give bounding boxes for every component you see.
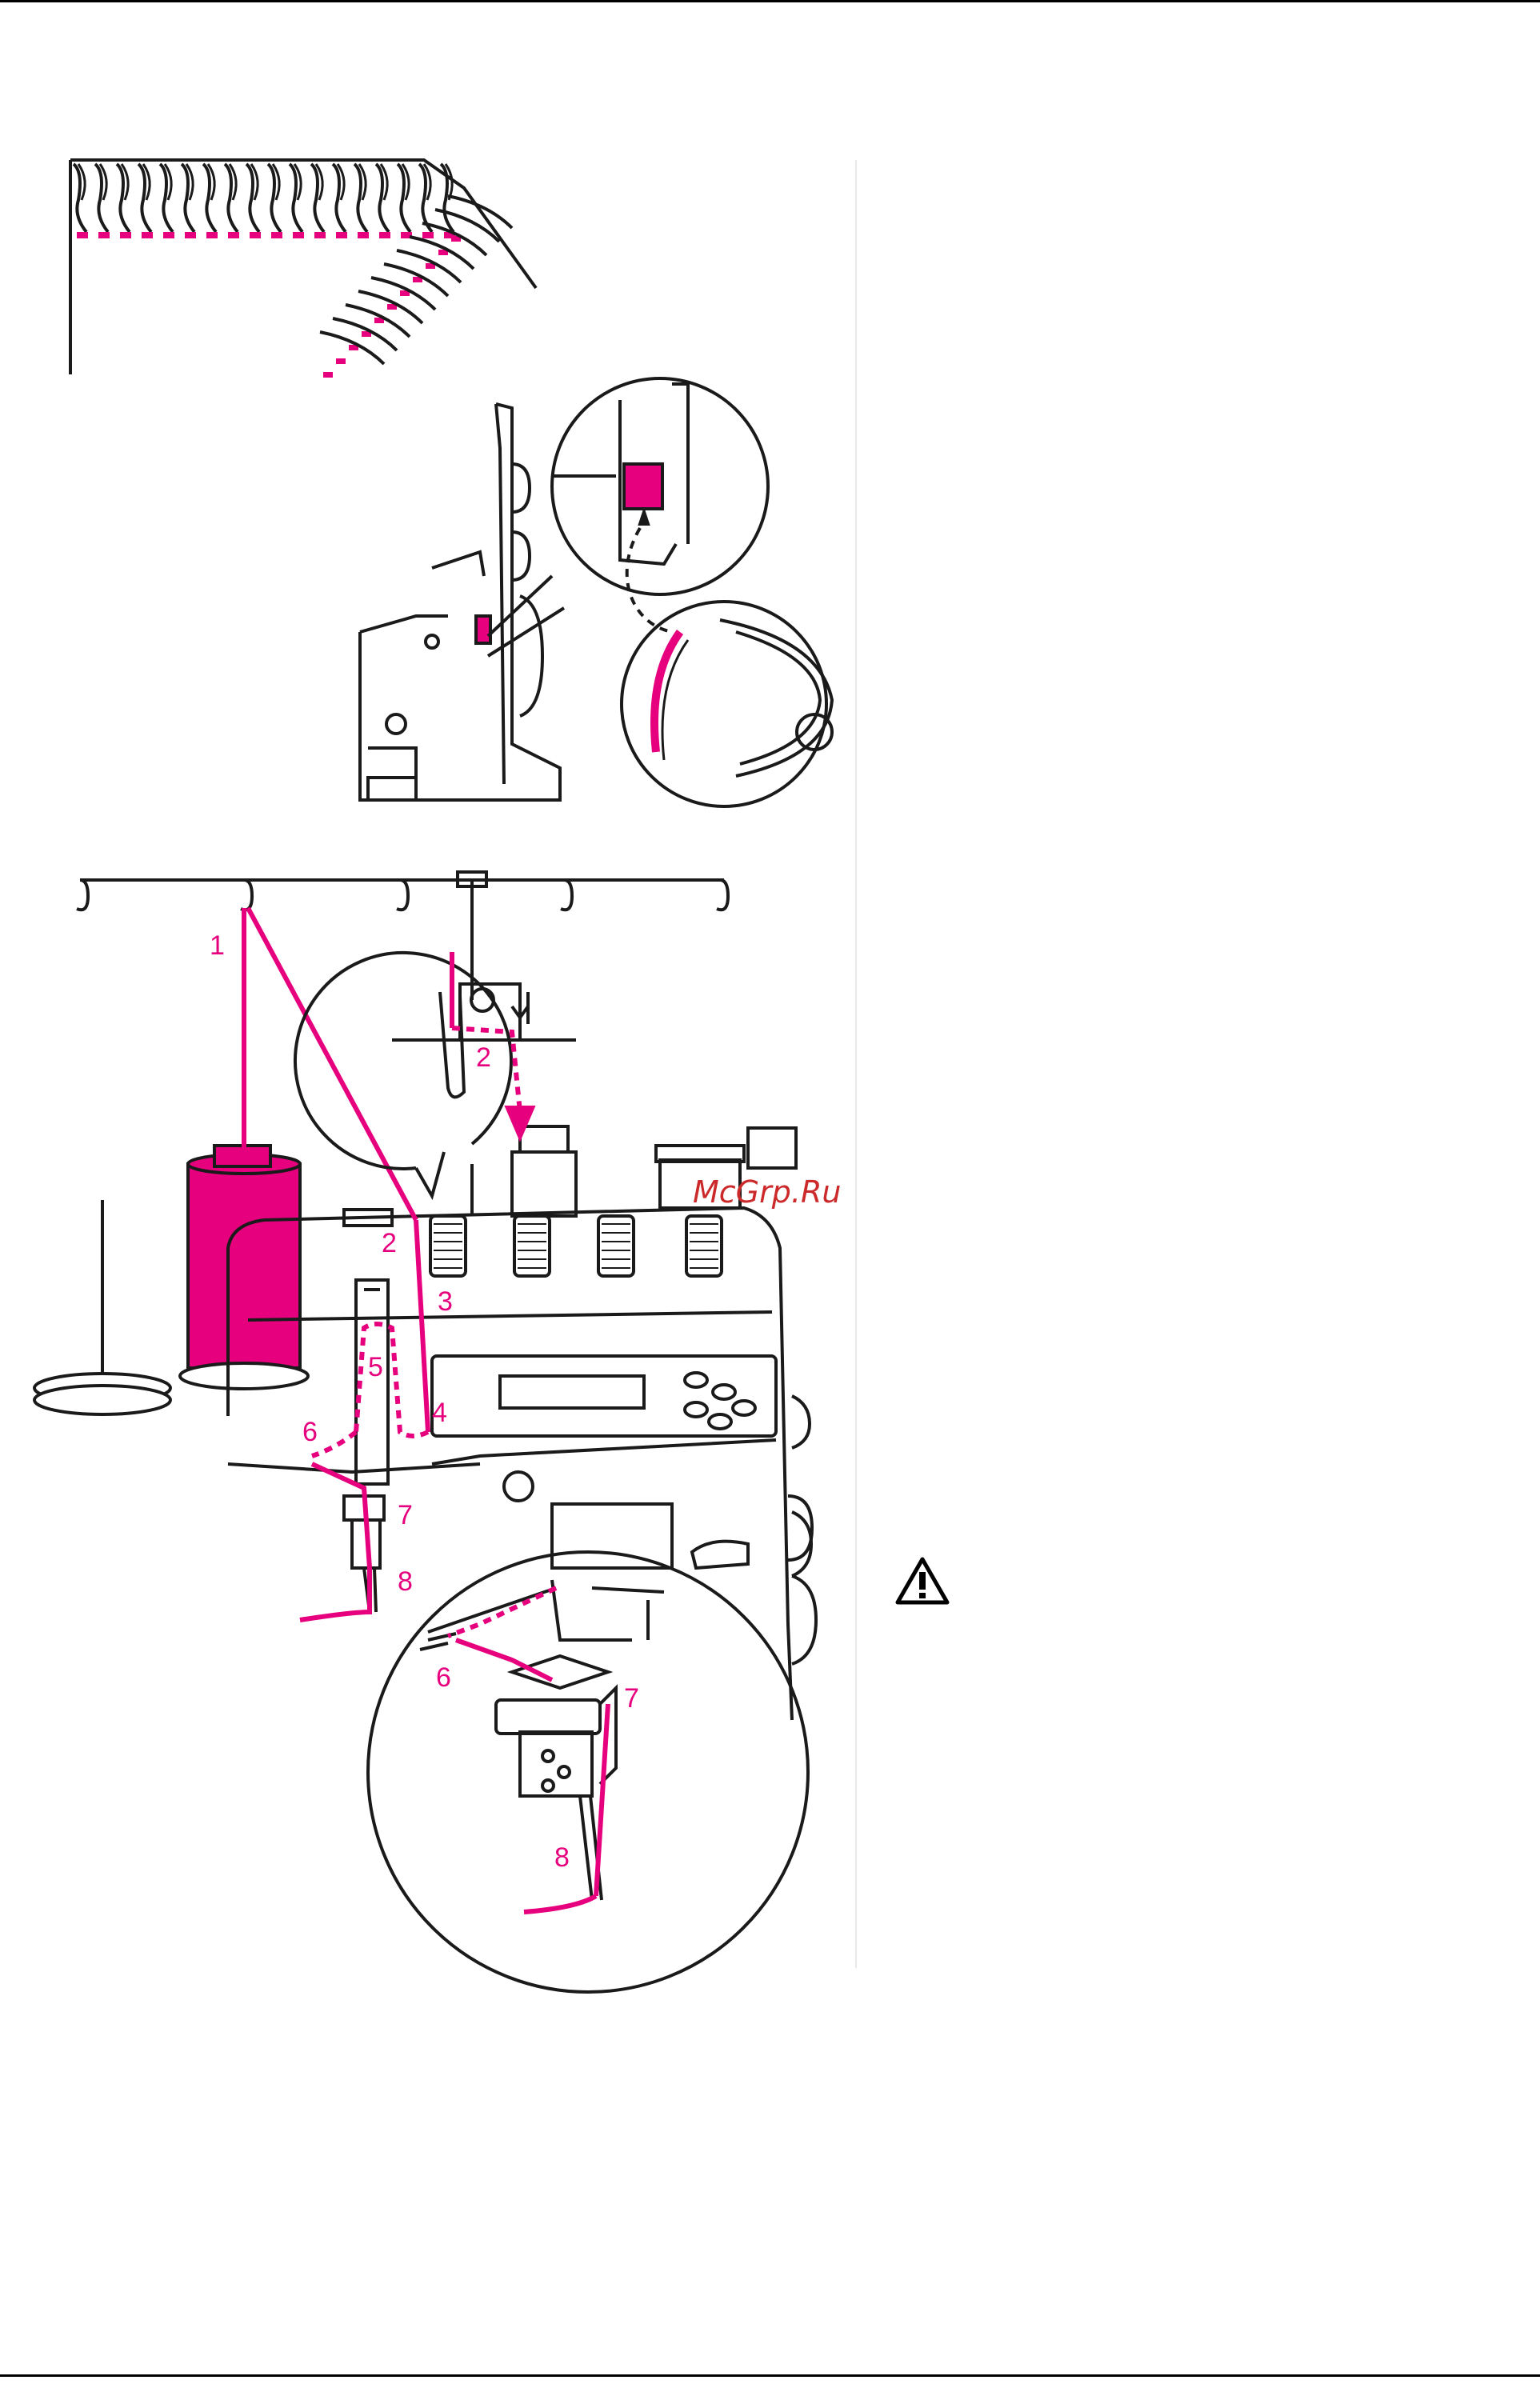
stitch-loop <box>74 164 88 238</box>
detail-label-8: 8 <box>554 1844 570 1871</box>
stitch-chain-row <box>74 164 455 238</box>
stitch-diagram <box>70 160 536 378</box>
tension-dial <box>598 1216 634 1276</box>
tension-dial <box>514 1216 550 1276</box>
step-label-7: 7 <box>398 1502 413 1529</box>
stitch-loop <box>246 164 261 238</box>
stitch-loop <box>182 164 196 238</box>
tension-dial <box>686 1216 722 1276</box>
stitch-loop <box>419 164 434 238</box>
stitch-loop <box>354 164 369 238</box>
needle-detail-circle <box>368 1552 808 1992</box>
stitch-loop <box>138 164 153 238</box>
stitch-loop <box>95 164 110 238</box>
looper-guide-thread <box>452 952 532 1136</box>
detail-label-6: 6 <box>436 1664 451 1691</box>
step-label-2-detail: 2 <box>476 1044 491 1071</box>
spare-spool-pin <box>34 1200 170 1414</box>
stitch-chain-diagonal <box>320 196 512 378</box>
step-label-3: 3 <box>438 1288 453 1315</box>
stitch-loop <box>117 164 131 238</box>
step-label-4: 4 <box>432 1399 447 1426</box>
step-label-2: 2 <box>382 1230 397 1257</box>
stitch-loop <box>320 332 384 378</box>
step-label-6: 6 <box>302 1418 318 1446</box>
stitch-loop <box>376 164 390 238</box>
step-label-8: 8 <box>398 1568 413 1595</box>
watermark: McGrp.Ru <box>693 1174 841 1210</box>
step-label-1: 1 <box>210 932 225 959</box>
needle-detail-thread <box>448 1588 608 1912</box>
stitch-loop <box>225 164 239 238</box>
step-label-5: 5 <box>368 1354 383 1381</box>
stitch-loop <box>311 164 326 238</box>
detail-label-7: 7 <box>624 1685 639 1712</box>
tension-dial <box>430 1216 466 1276</box>
stitch-loop <box>290 164 304 238</box>
stitch-loop <box>160 164 174 238</box>
stitch-loop <box>333 164 347 238</box>
thread-stand <box>77 872 728 1000</box>
warning-triangle-icon <box>894 1556 950 1606</box>
machine-side-view <box>360 404 564 800</box>
stitch-loop <box>333 318 397 364</box>
pink-thread-cone <box>180 1146 308 1389</box>
slot-detail-circle <box>552 378 768 594</box>
stitch-loop <box>398 164 412 238</box>
stitch-loop <box>203 164 218 238</box>
stitch-loop <box>268 164 282 238</box>
